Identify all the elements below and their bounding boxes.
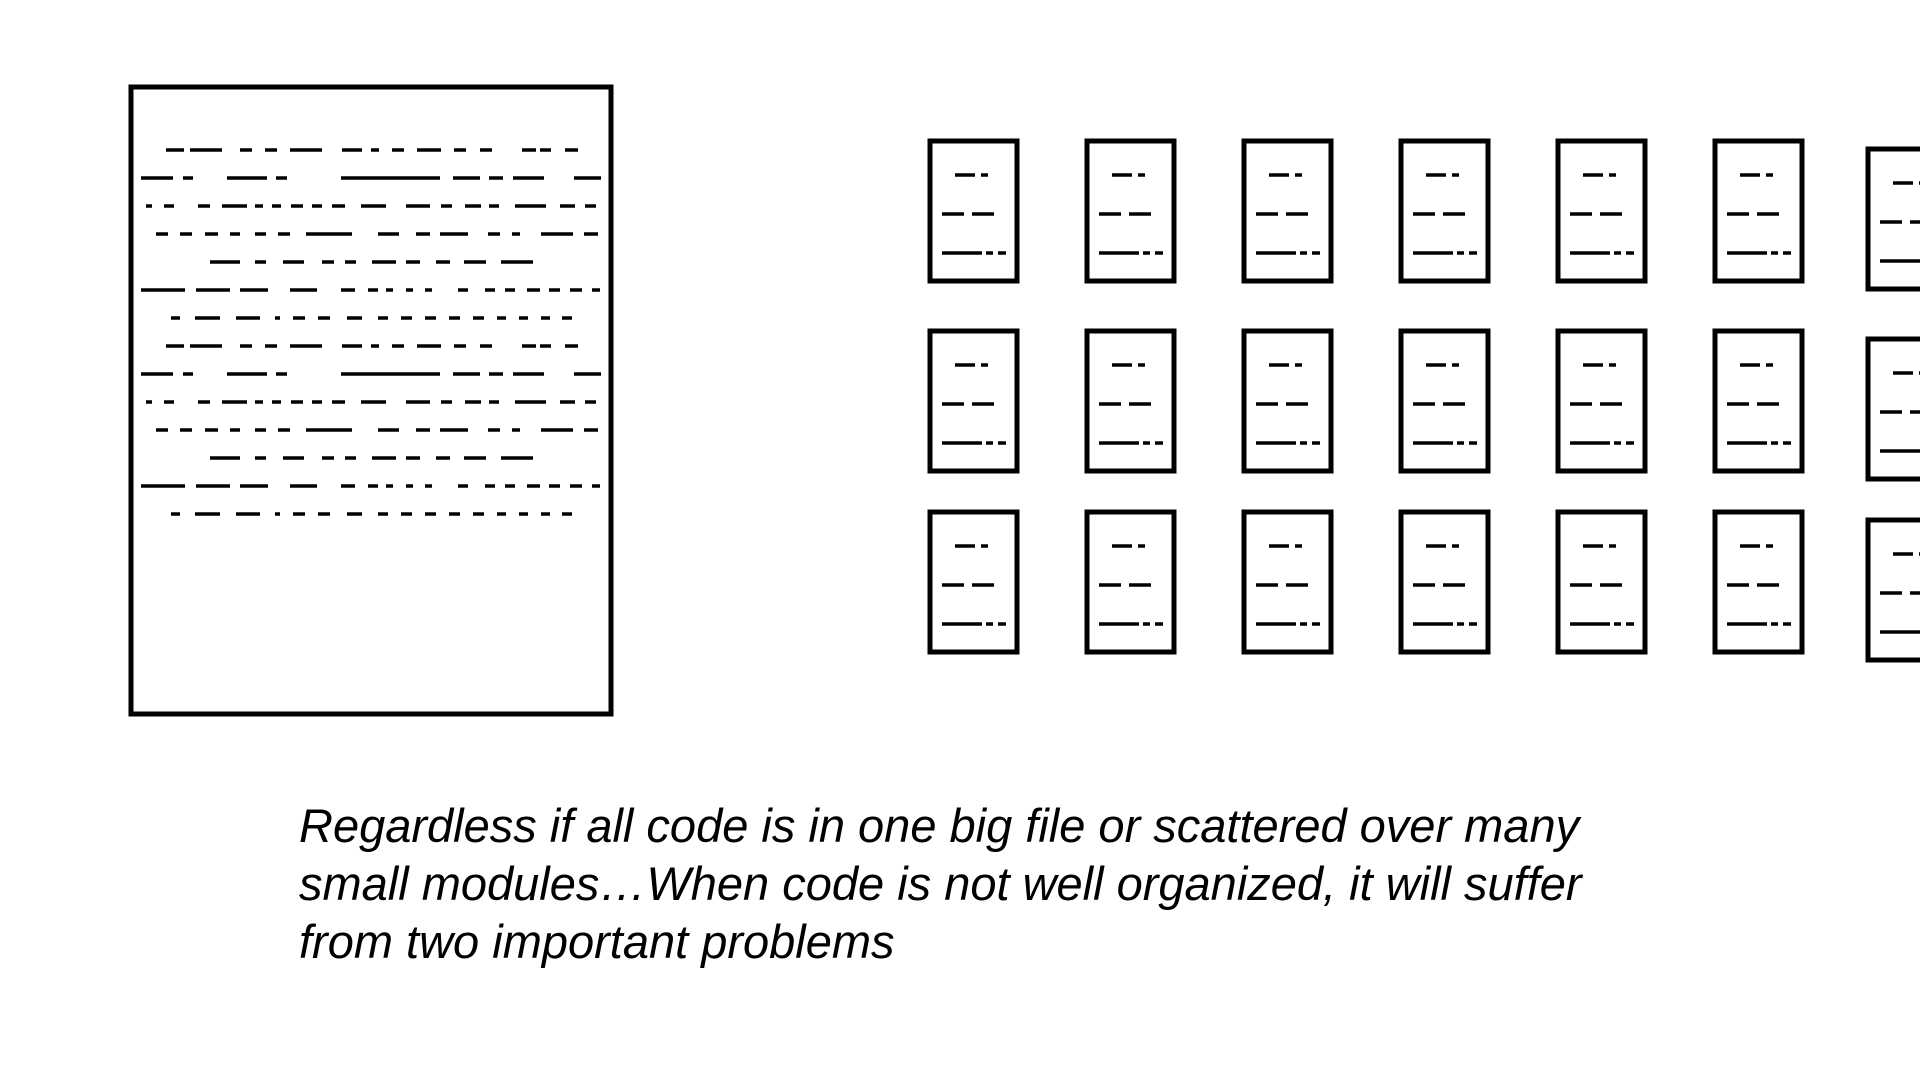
small-module-files-grid (927, 138, 1920, 663)
caption: Regardless if all code is in one big fil… (299, 797, 1699, 971)
small-module-file (1865, 146, 1920, 292)
small-module-file (1865, 336, 1920, 482)
small-module-file (1555, 509, 1648, 655)
small-file-outline (1398, 138, 1491, 284)
small-module-file (1084, 509, 1177, 655)
small-file-outline (927, 509, 1020, 655)
caption-line-2: small modules…When code is not well orga… (299, 857, 1582, 910)
small-module-file (1084, 328, 1177, 474)
small-module-file (1241, 138, 1334, 284)
small-file-outline (1555, 138, 1648, 284)
small-file-outline (1084, 328, 1177, 474)
small-file-outline (1398, 509, 1491, 655)
small-file-outline (1712, 509, 1805, 655)
caption-line-3: from two important problems (299, 915, 895, 968)
small-file-outline (927, 138, 1020, 284)
small-file-outline (1084, 138, 1177, 284)
caption-line-1: Regardless if all code is in one big fil… (299, 799, 1580, 852)
small-module-file (1241, 328, 1334, 474)
small-module-file (1555, 328, 1648, 474)
small-module-file (927, 138, 1020, 284)
small-file-outline (927, 328, 1020, 474)
small-file-outline (1241, 509, 1334, 655)
big-file-outline (128, 84, 614, 717)
small-file-outline (1712, 138, 1805, 284)
small-file-outline (1865, 517, 1920, 663)
small-module-file (927, 509, 1020, 655)
small-module-file (1712, 509, 1805, 655)
small-module-file (1084, 138, 1177, 284)
small-file-outline (1555, 509, 1648, 655)
big-file-document (128, 84, 614, 717)
small-file-outline (1865, 146, 1920, 292)
small-file-outline (1865, 336, 1920, 482)
small-file-outline (1555, 328, 1648, 474)
small-module-file (1555, 138, 1648, 284)
small-module-file (1398, 509, 1491, 655)
small-file-outline (1241, 138, 1334, 284)
small-module-file (1712, 138, 1805, 284)
small-file-outline (1398, 328, 1491, 474)
small-file-outline (1084, 509, 1177, 655)
small-file-outline (1712, 328, 1805, 474)
small-module-file (1398, 138, 1491, 284)
small-file-outline (1241, 328, 1334, 474)
small-module-file (1241, 509, 1334, 655)
small-module-file (927, 328, 1020, 474)
small-module-file (1865, 517, 1920, 663)
small-module-file (1712, 328, 1805, 474)
small-module-file (1398, 328, 1491, 474)
